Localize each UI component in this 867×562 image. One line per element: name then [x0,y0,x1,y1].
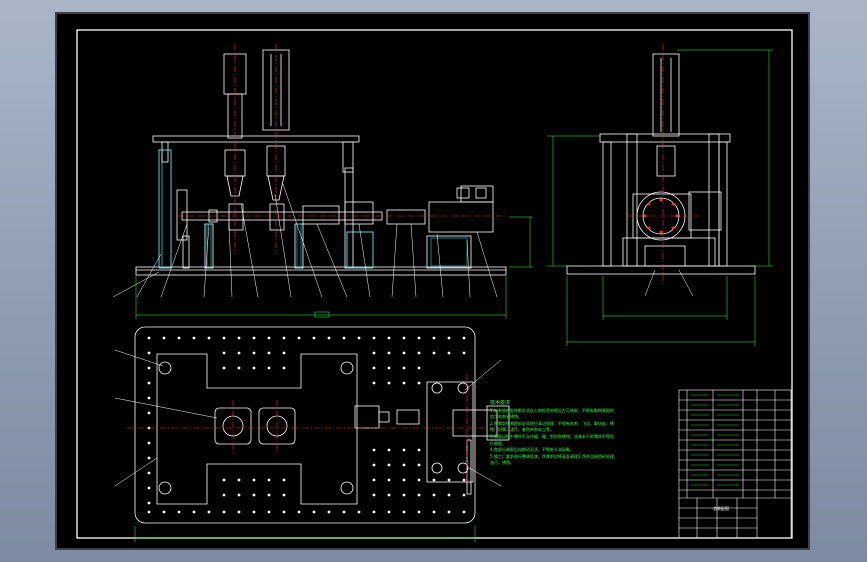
side-view-dimensions [547,49,773,346]
notes-line: 2.各零部件装配前必须进行清洁处理，不得有毛刺、飞边、氧化皮、锈 [490,420,614,426]
notes-line: 3.装配过程中零件不允许磕、碰、划伤和锈蚀，油漆未干的零件不得进 [490,433,614,439]
title-block [678,389,792,539]
cad-drawing-viewport[interactable] [55,12,810,550]
notes-heading: 技术要求 [490,400,511,406]
top-view-bolt-holes [158,361,469,495]
notes-line: 4.各部分装配后应转动灵活，不得有卡滞现象。 [490,447,574,453]
side-view-leaders [644,269,694,297]
notes-line: 加工毛刺或锈蚀。 [490,414,522,420]
notes-line: 1.本系统的配件都必须在入库检验合格后方可装配，不得有影响装配的 [490,407,614,413]
top-view-centerlines [127,374,517,484]
top-view-hole-grid [147,336,466,514]
top-view-leaders [114,349,502,487]
side-view-bolt-circle [643,198,679,234]
technical-notes: 技术要求 1.本系统的配件都必须在入库检验合格后方可装配，不得有影响装配的 加工… [490,400,615,467]
notes-line: 油污、锈蚀。 [490,460,514,466]
side-view [566,53,756,275]
notes-line: 行装配。 [490,440,506,446]
front-view-leaders [112,183,498,298]
side-view-centerlines [627,44,701,284]
top-view [134,326,510,524]
notes-line: 5.按工厂要求进行整体喷漆，涂漆前须将表面清理干净并且经喷砂处理， [490,453,615,459]
front-view-centerlines [177,44,507,254]
top-view-dimensions [134,526,476,542]
front-view-dimensions [135,216,533,319]
title-block-text-lines [691,394,739,486]
drawing-border [76,29,793,539]
front-view [135,49,507,276]
title-block-drawing-name: 总装配图 [713,506,729,511]
notes-line: 蚀、切屑、油污、着色剂和灰尘等。 [490,427,554,433]
cad-drawing [76,29,793,542]
